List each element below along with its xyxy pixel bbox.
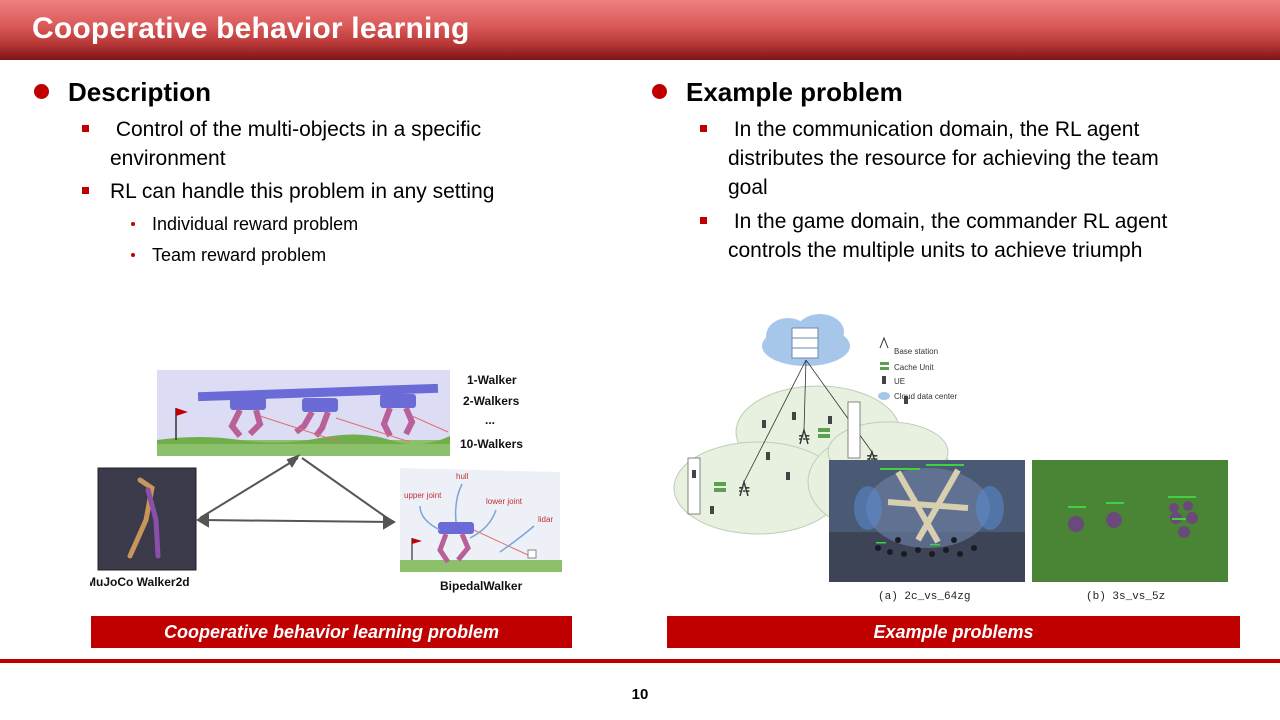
bipedal-label: BipedalWalker <box>440 579 523 593</box>
right-caption: Example problems <box>667 616 1240 648</box>
page-number: 10 <box>631 686 649 703</box>
cache-columns <box>687 401 861 515</box>
right-item-1-line1: In the communication domain, the RL agen… <box>728 118 1140 141</box>
walker-label-ellipsis: ... <box>485 413 495 427</box>
left-item-1-line2: environment <box>110 147 226 170</box>
cloud-icon <box>762 314 850 366</box>
legend-base-station: Base station <box>894 347 938 356</box>
right-item-2: In the game domain, the commander RL age… <box>728 207 1167 265</box>
left-item-1: Control of the multi-objects in a specif… <box>110 115 481 173</box>
multi-walker-scene <box>157 370 450 456</box>
example-figure: 𝌂 𝌂 𝌂 Base station Cache Unit UE Cloud d… <box>673 314 1228 603</box>
connection-arrows <box>196 453 396 530</box>
walker-label-2: 2-Walkers <box>463 394 520 408</box>
right-item-1-line2: distributes the resource for achieving t… <box>728 147 1159 170</box>
bipedal-scene <box>400 468 562 572</box>
part-label-upper-joint: upper joint <box>404 491 442 500</box>
right-heading: Example problem <box>686 77 903 107</box>
right-item-2-line2: controls the multiple units to achieve t… <box>728 239 1143 262</box>
square-bullet-icon <box>82 125 89 132</box>
right-item-1-line3: goal <box>728 176 768 199</box>
title-bar: Cooperative behavior learning <box>0 0 1280 60</box>
left-subitem-1: Individual reward problem <box>152 214 359 234</box>
slide-title: Cooperative behavior learning <box>32 12 470 45</box>
legend-cache-unit: Cache Unit <box>894 363 934 372</box>
square-bullet-icon <box>82 187 89 194</box>
part-label-hull: hull <box>456 472 469 481</box>
left-item-1-line1: Control of the multi-objects in a specif… <box>110 118 482 141</box>
right-item-2-line1: In the game domain, the commander RL age… <box>728 210 1168 233</box>
walker-label-1: 1-Walker <box>467 373 517 387</box>
mujoco-label: MuJoCo Walker2d <box>90 575 190 589</box>
square-bullet-icon <box>700 125 707 132</box>
walker-figure: 1-Walker 2-Walkers ... 10-Walkers MuJoCo… <box>90 370 562 593</box>
bullet-dot-icon <box>652 84 667 99</box>
subcaption-b: (b) 3s_vs_5z <box>1086 591 1165 603</box>
part-label-lower-joint: lower joint <box>486 497 523 506</box>
game-screenshot-a <box>829 460 1025 582</box>
mujoco-scene <box>97 467 197 571</box>
sub-bullet-icon <box>131 253 135 257</box>
bullet-dot-icon <box>34 84 49 99</box>
subcaption-a: (a) 2c_vs_64zg <box>878 591 970 603</box>
game-screenshot-b <box>1032 460 1228 582</box>
sub-bullet-icon <box>131 222 135 226</box>
network-legend: Base station Cache Unit UE Cloud data ce… <box>878 336 957 401</box>
footer-divider <box>0 659 1280 663</box>
left-subitem-2: Team reward problem <box>152 245 327 265</box>
legend-ue: UE <box>894 377 905 386</box>
left-heading: Description <box>68 77 212 107</box>
part-label-lidar: lidar <box>538 515 553 524</box>
square-bullet-icon <box>700 217 707 224</box>
walker-label-10: 10-Walkers <box>460 437 523 451</box>
left-item-2: RL can handle this problem in any settin… <box>110 180 495 203</box>
legend-cloud: Cloud data center <box>894 392 957 401</box>
right-item-1: In the communication domain, the RL agen… <box>728 115 1159 202</box>
left-caption: Cooperative behavior learning problem <box>91 616 572 648</box>
ue-icons <box>692 396 908 514</box>
